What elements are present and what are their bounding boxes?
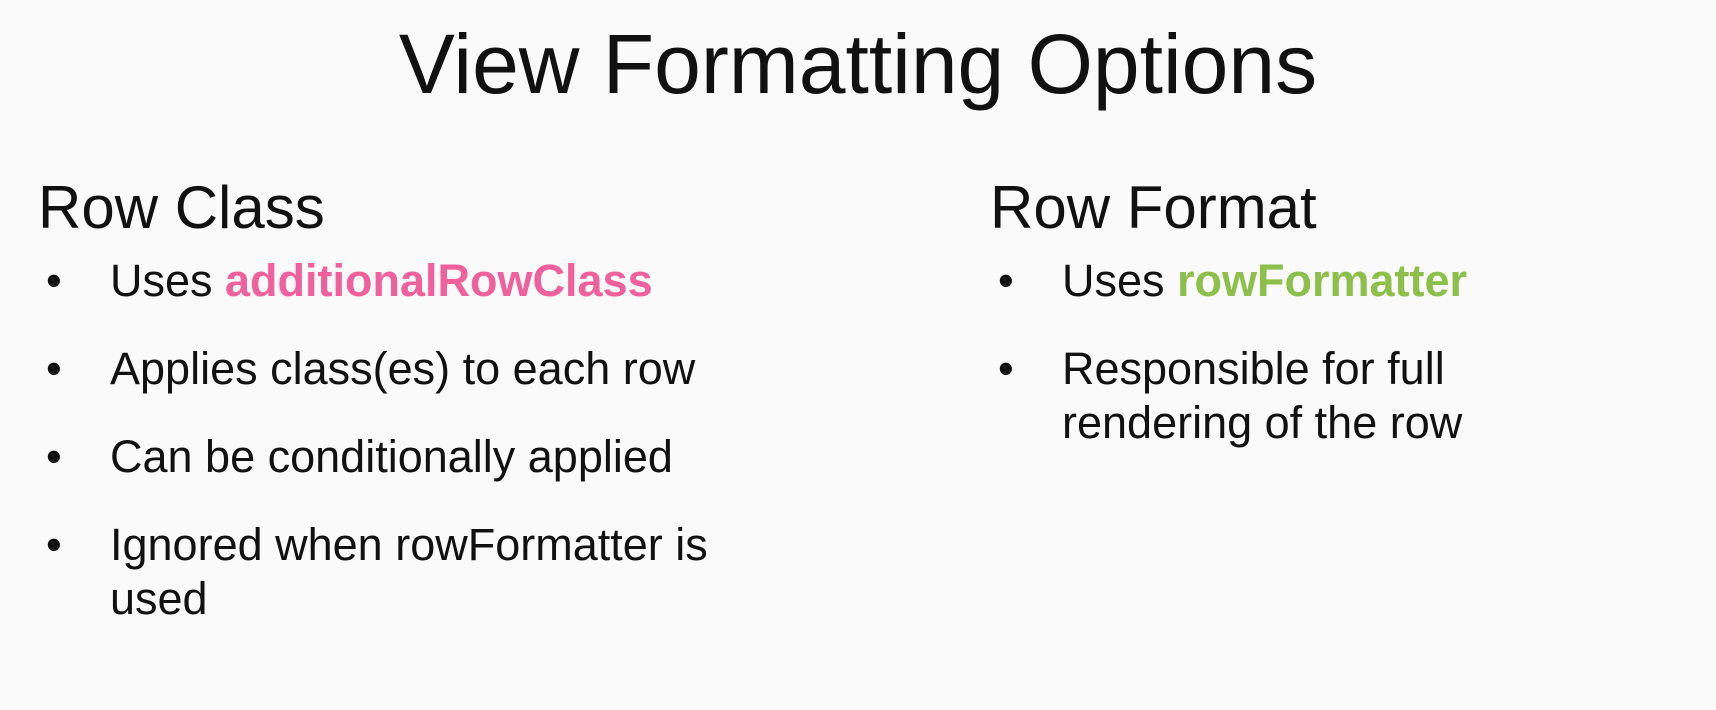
- row-format-heading: Row Format: [990, 174, 1317, 241]
- row-class-column: Row Class • Uses additionalRowClass • Ap…: [38, 172, 858, 660]
- bullet-icon: •: [998, 343, 1014, 394]
- bullet-icon: •: [46, 255, 62, 306]
- list-item: • Applies class(es) to each row: [38, 342, 858, 396]
- list-item: • Uses additionalRowClass: [38, 254, 858, 308]
- list-item: • Uses rowFormatter: [990, 254, 1670, 308]
- bullet-icon: •: [46, 343, 62, 394]
- list-item: • Can be conditionally applied: [38, 430, 858, 484]
- bullet-icon: •: [46, 431, 62, 482]
- bullet-prefix: Uses: [110, 255, 226, 306]
- slide-title: View Formatting Options: [398, 17, 1318, 111]
- row-format-column: Row Format • Uses rowFormatter • Respons…: [990, 172, 1670, 484]
- row-format-bullets: • Uses rowFormatter • Responsible for fu…: [990, 254, 1670, 450]
- bullet-text: Responsible for full rendering of the ro…: [1062, 343, 1463, 448]
- bullet-icon: •: [46, 519, 62, 570]
- list-item: • Ignored when rowFormatter is used: [38, 518, 770, 626]
- keyword-additional-row-class: additionalRowClass: [225, 255, 653, 306]
- bullet-prefix: Uses: [1062, 255, 1178, 306]
- bullet-text: Ignored when rowFormatter is used: [110, 519, 708, 624]
- row-class-bullets: • Uses additionalRowClass • Applies clas…: [38, 254, 858, 626]
- bullet-text: Applies class(es) to each row: [110, 343, 696, 394]
- bullet-text: Can be conditionally applied: [110, 431, 673, 482]
- row-class-heading: Row Class: [38, 174, 325, 241]
- list-item: • Responsible for full rendering of the …: [990, 342, 1532, 450]
- bullet-icon: •: [998, 255, 1014, 306]
- keyword-row-formatter: rowFormatter: [1177, 255, 1468, 306]
